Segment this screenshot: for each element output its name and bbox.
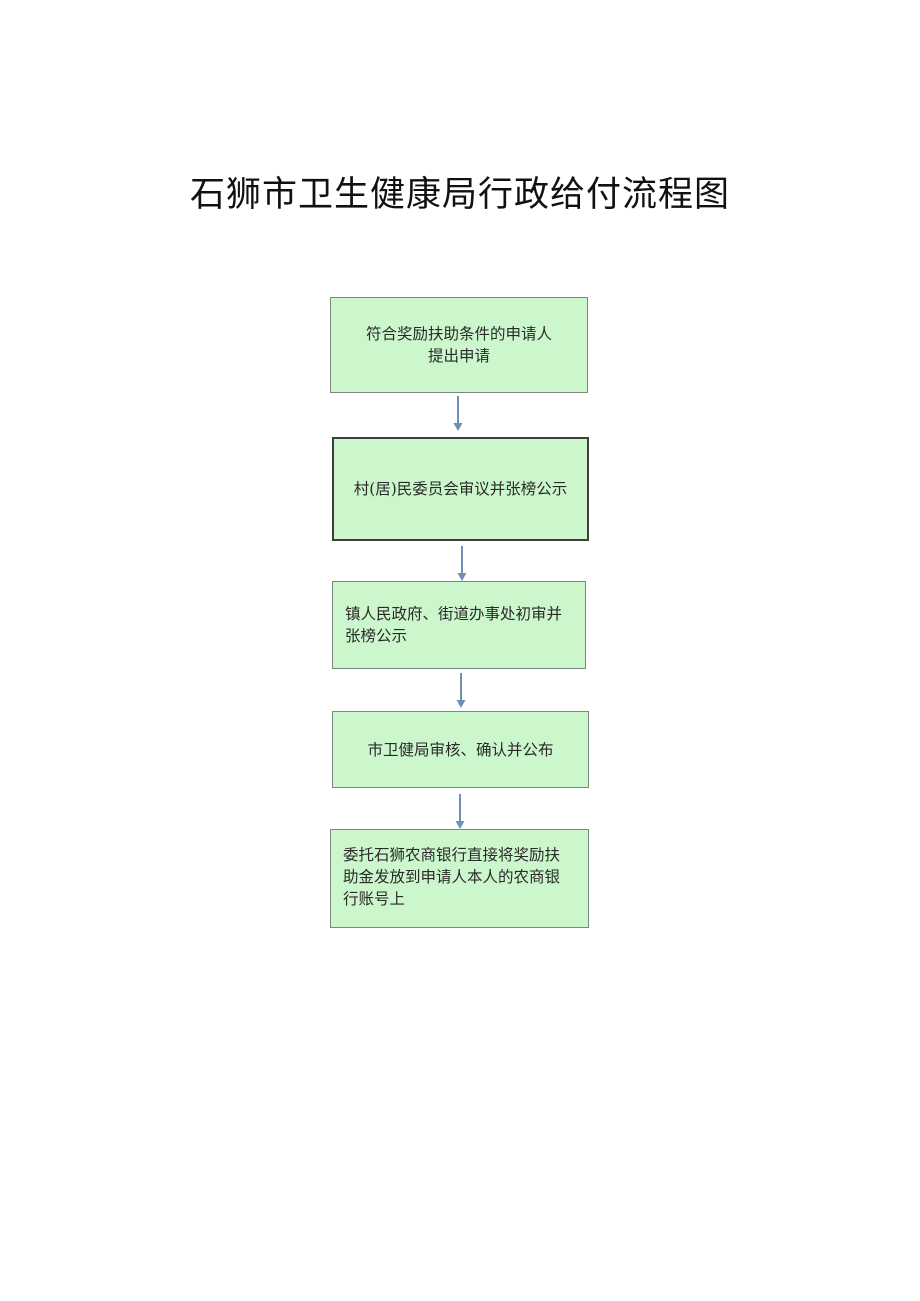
flow-step-4-bureau-confirm: 市卫健局审核、确认并公布	[332, 711, 589, 788]
page-title: 石狮市卫生健康局行政给付流程图	[189, 175, 730, 215]
flow-step-3-town-review: 镇人民政府、街道办事处初审并 张榜公示	[332, 581, 586, 669]
step-1-line-1: 符合奖励扶助条件的申请人	[365, 325, 552, 343]
step-3-line-1: 镇人民政府、街道办事处初审并	[345, 605, 563, 623]
step-2-line-1: 村(居)民委员会审议并张榜公示	[353, 480, 568, 498]
flow-step-5-bank-payout: 委托石狮农商银行直接将奖励扶 助金发放到申请人本人的农商银 行账号上	[330, 829, 589, 928]
flow-step-1-apply: 符合奖励扶助条件的申请人 提出申请	[330, 297, 588, 393]
step-5-line-1: 委托石狮农商银行直接将奖励扶	[343, 846, 561, 864]
step-1-line-2: 提出申请	[427, 347, 490, 365]
step-3-line-2: 张榜公示	[345, 627, 408, 645]
arrow-down-icon	[454, 794, 466, 830]
step-5-line-3: 行账号上	[343, 890, 406, 908]
arrow-down-icon	[455, 673, 467, 709]
step-5-line-2: 助金发放到申请人本人的农商银	[343, 868, 561, 886]
step-4-line-1: 市卫健局审核、确认并公布	[367, 740, 554, 759]
flow-step-2-village-review: 村(居)民委员会审议并张榜公示	[332, 437, 589, 541]
arrow-down-icon	[456, 546, 468, 582]
arrow-down-icon	[452, 396, 464, 432]
